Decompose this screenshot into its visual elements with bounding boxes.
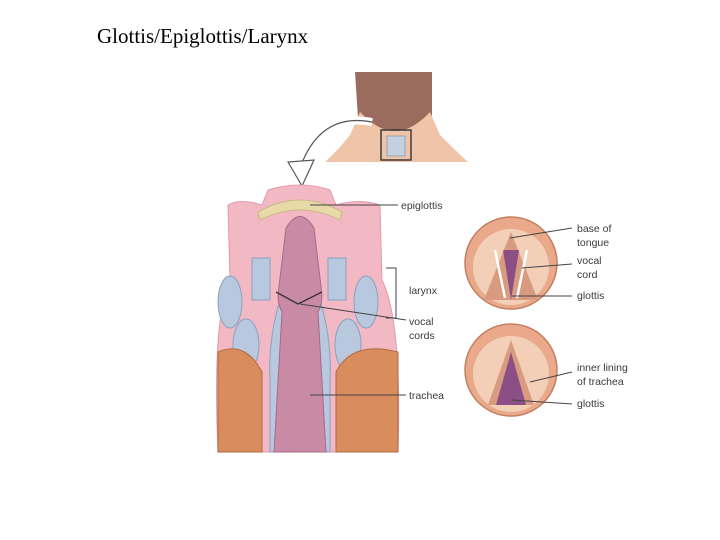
glottis-open-view — [464, 216, 558, 310]
label-epiglottis: epiglottis — [401, 200, 442, 212]
label-inner-lining-line2: of trachea — [577, 376, 624, 388]
label-vocal-cord-line2: cord — [577, 269, 598, 281]
slide-title: Glottis/Epiglottis/Larynx — [97, 24, 309, 48]
zoom-arrow — [286, 116, 373, 188]
diagram-labels: epiglottis larynx vocal cords trachea ba… — [401, 200, 628, 410]
label-vocal-cords-line1: vocal — [409, 316, 434, 328]
label-glottis-bottom: glottis — [577, 398, 604, 410]
label-trachea: trachea — [409, 390, 444, 402]
label-glottis-top: glottis — [577, 290, 604, 302]
label-vocal-cords-line2: cords — [409, 330, 435, 342]
label-inner-lining-line1: inner lining — [577, 362, 628, 374]
label-vocal-cord-line1: vocal — [577, 255, 602, 267]
label-base-of-tongue-line1: base of — [577, 223, 612, 235]
leader-lines — [299, 204, 573, 405]
neck-inset-illustration — [325, 72, 468, 162]
label-larynx: larynx — [409, 285, 438, 297]
label-base-of-tongue-line2: tongue — [577, 237, 609, 249]
larynx-cross-section — [216, 184, 400, 453]
glottis-closed-view — [464, 323, 558, 417]
